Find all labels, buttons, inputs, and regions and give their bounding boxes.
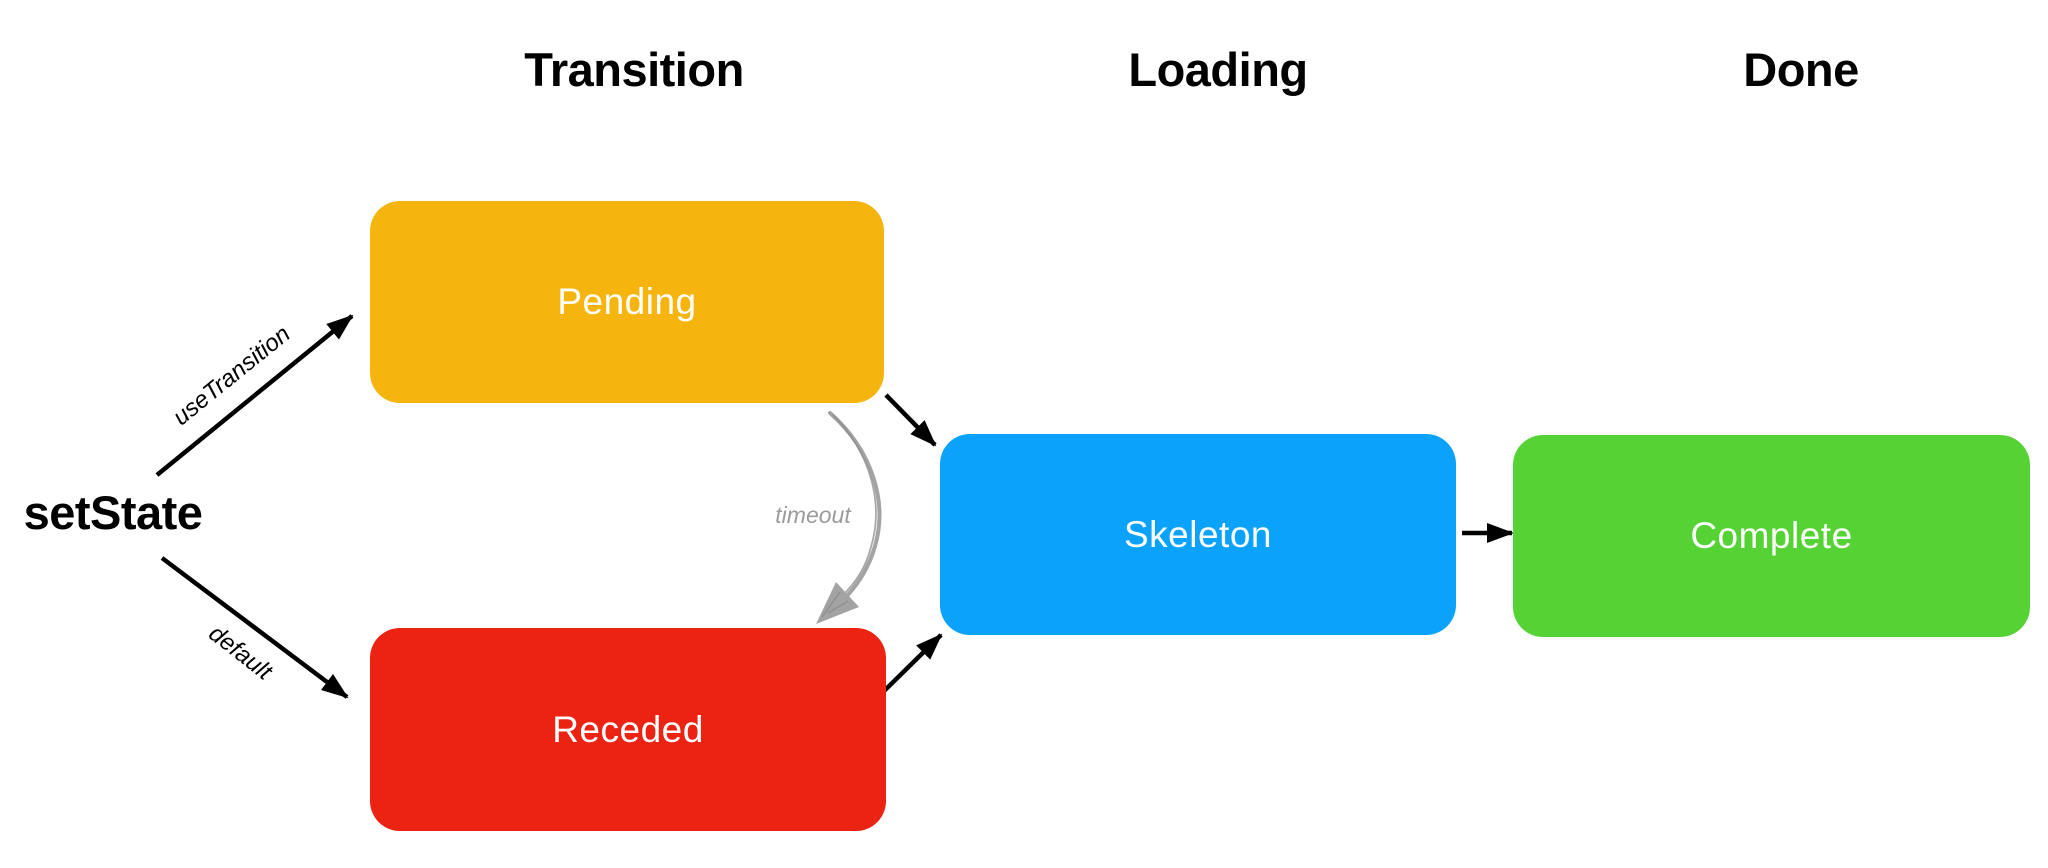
- node-complete: Complete: [1513, 435, 2030, 637]
- node-pending: Pending: [370, 201, 884, 403]
- column-header-done: Done: [1743, 43, 1859, 96]
- edge-timeout-arrowhead-texture: [821, 591, 849, 618]
- edge-receded-skeleton-arrow: [880, 633, 943, 695]
- edge-label-timeout: timeout: [775, 502, 851, 528]
- edge-pending-skeleton-arrow: [884, 393, 937, 447]
- edge-default-arrow: [160, 556, 349, 699]
- edge-timeout-curve-overlay: [832, 414, 877, 595]
- edge-timeout-arrowhead-icon: [816, 582, 859, 624]
- node-receded-label: Receded: [552, 708, 704, 750]
- node-skeleton-label: Skeleton: [1124, 513, 1272, 555]
- node-pending-label: Pending: [557, 281, 697, 322]
- edge-usetransition-arrow: [155, 314, 354, 477]
- setstate-label: setState: [23, 486, 203, 539]
- column-header-loading: Loading: [1128, 43, 1308, 96]
- node-skeleton: Skeleton: [940, 434, 1456, 635]
- column-header-transition: Transition: [524, 43, 744, 96]
- node-complete-label: Complete: [1690, 515, 1853, 556]
- node-receded: Receded: [370, 628, 886, 831]
